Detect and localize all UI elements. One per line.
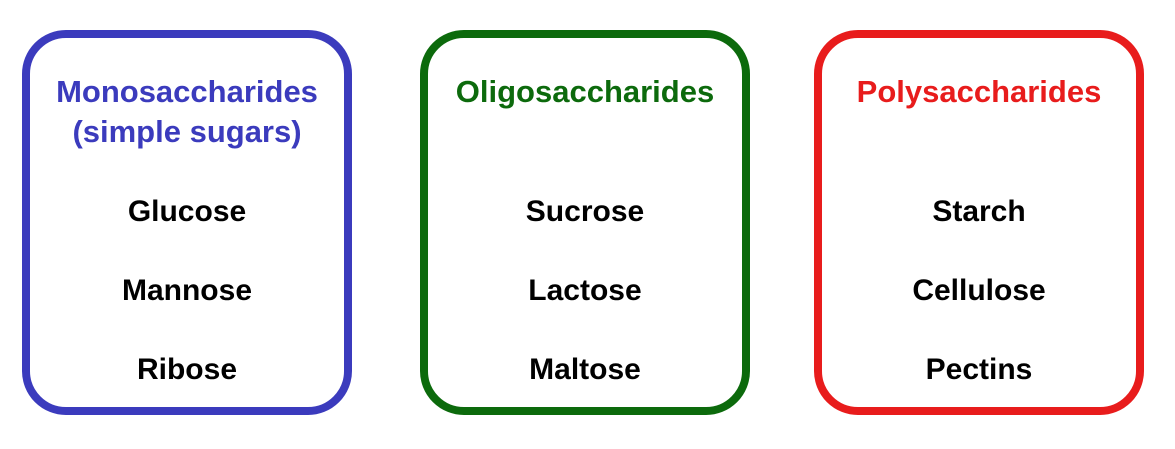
list-item-pectins: Pectins bbox=[925, 353, 1033, 386]
list-item-ribose: Ribose bbox=[136, 353, 238, 386]
list-item-glucose: Glucose bbox=[127, 195, 247, 228]
oligosaccharides-list: Sucrose Lactose Maltose bbox=[428, 188, 742, 425]
polysaccharides-card: Polysaccharides Starch Cellulose Pectins bbox=[814, 30, 1144, 415]
list-item-sucrose: Sucrose bbox=[525, 195, 645, 228]
list-item-lactose: Lactose bbox=[528, 274, 642, 307]
list-item-mannose: Mannose bbox=[121, 274, 253, 307]
polysaccharides-list: Starch Cellulose Pectins bbox=[822, 188, 1136, 425]
monosaccharides-title: Monosaccharides (simple sugars) bbox=[56, 74, 318, 149]
list-item-maltose: Maltose bbox=[529, 353, 641, 386]
oligosaccharides-card: Oligosaccharides Sucrose Lactose Maltose bbox=[420, 30, 750, 415]
polysaccharides-title: Polysaccharides bbox=[856, 74, 1102, 109]
list-item-starch: Starch bbox=[932, 195, 1026, 228]
monosaccharides-list: Glucose Mannose Ribose bbox=[30, 188, 344, 425]
monosaccharides-card: Monosaccharides (simple sugars) Glucose … bbox=[22, 30, 352, 415]
oligosaccharides-title: Oligosaccharides bbox=[455, 74, 715, 109]
list-item-cellulose: Cellulose bbox=[912, 274, 1046, 307]
